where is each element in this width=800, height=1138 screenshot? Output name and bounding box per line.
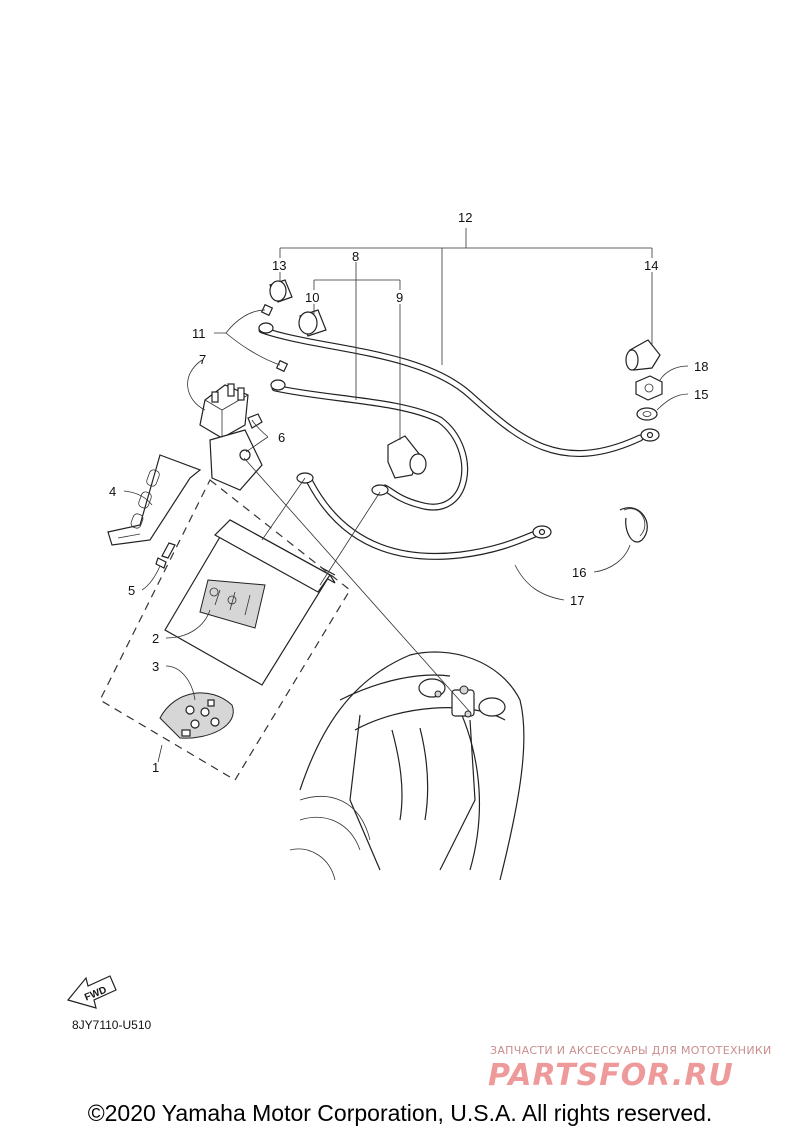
hull-port	[478, 697, 506, 717]
bolt-kit	[159, 692, 234, 739]
leader-lines	[123, 228, 689, 763]
mount-plate	[209, 413, 263, 491]
cable-band-16	[619, 507, 648, 543]
callout-12: 12	[458, 210, 472, 225]
callout-8: 8	[352, 249, 359, 264]
callout-2: 2	[152, 631, 159, 646]
callout-9: 9	[396, 290, 403, 305]
lock-washer-15	[636, 407, 658, 421]
small-nut	[275, 359, 289, 373]
bolt	[155, 542, 176, 569]
battery	[164, 519, 336, 686]
fwd-arrow-icon: FWD	[66, 975, 117, 1009]
callout-13: 13	[272, 258, 286, 273]
small-nut	[260, 303, 274, 317]
watermark-tagline: ЗАПЧАСТИ И АКСЕССУАРЫ ДЛЯ МОТОТЕХНИКИ	[490, 1044, 772, 1057]
hull-outline	[289, 651, 525, 881]
battery-kit-box	[99, 479, 351, 781]
callout-18: 18	[694, 359, 708, 374]
callout-10: 10	[305, 290, 319, 305]
callout-5: 5	[128, 583, 135, 598]
diagram-code: 8JY7110-U510	[72, 1018, 152, 1032]
callout-7: 7	[199, 352, 206, 367]
battery-cables	[258, 322, 661, 560]
callout-15: 15	[694, 387, 708, 402]
callout-3: 3	[152, 659, 159, 674]
callout-6: 6	[278, 430, 285, 445]
battery-bracket	[107, 454, 202, 546]
callout-1: 1	[152, 760, 159, 775]
callout-16: 16	[572, 565, 586, 580]
callout-4: 4	[109, 484, 116, 499]
callout-numbers: 1 2 3 4 5 6 7 8 9 10 11 12 13 14 15 16 1…	[109, 210, 708, 775]
terminal-cap-13	[269, 279, 293, 303]
callout-17: 17	[570, 593, 584, 608]
relay-box	[199, 383, 249, 439]
nut-18	[635, 375, 663, 401]
callout-14: 14	[644, 258, 658, 273]
watermark-logo[interactable]: PARTSFOR.RU	[488, 1058, 734, 1093]
callout-11: 11	[192, 326, 206, 341]
terminal-cap-10	[298, 309, 327, 337]
copyright-notice: ©2020 Yamaha Motor Corporation, U.S.A. A…	[87, 1100, 713, 1126]
